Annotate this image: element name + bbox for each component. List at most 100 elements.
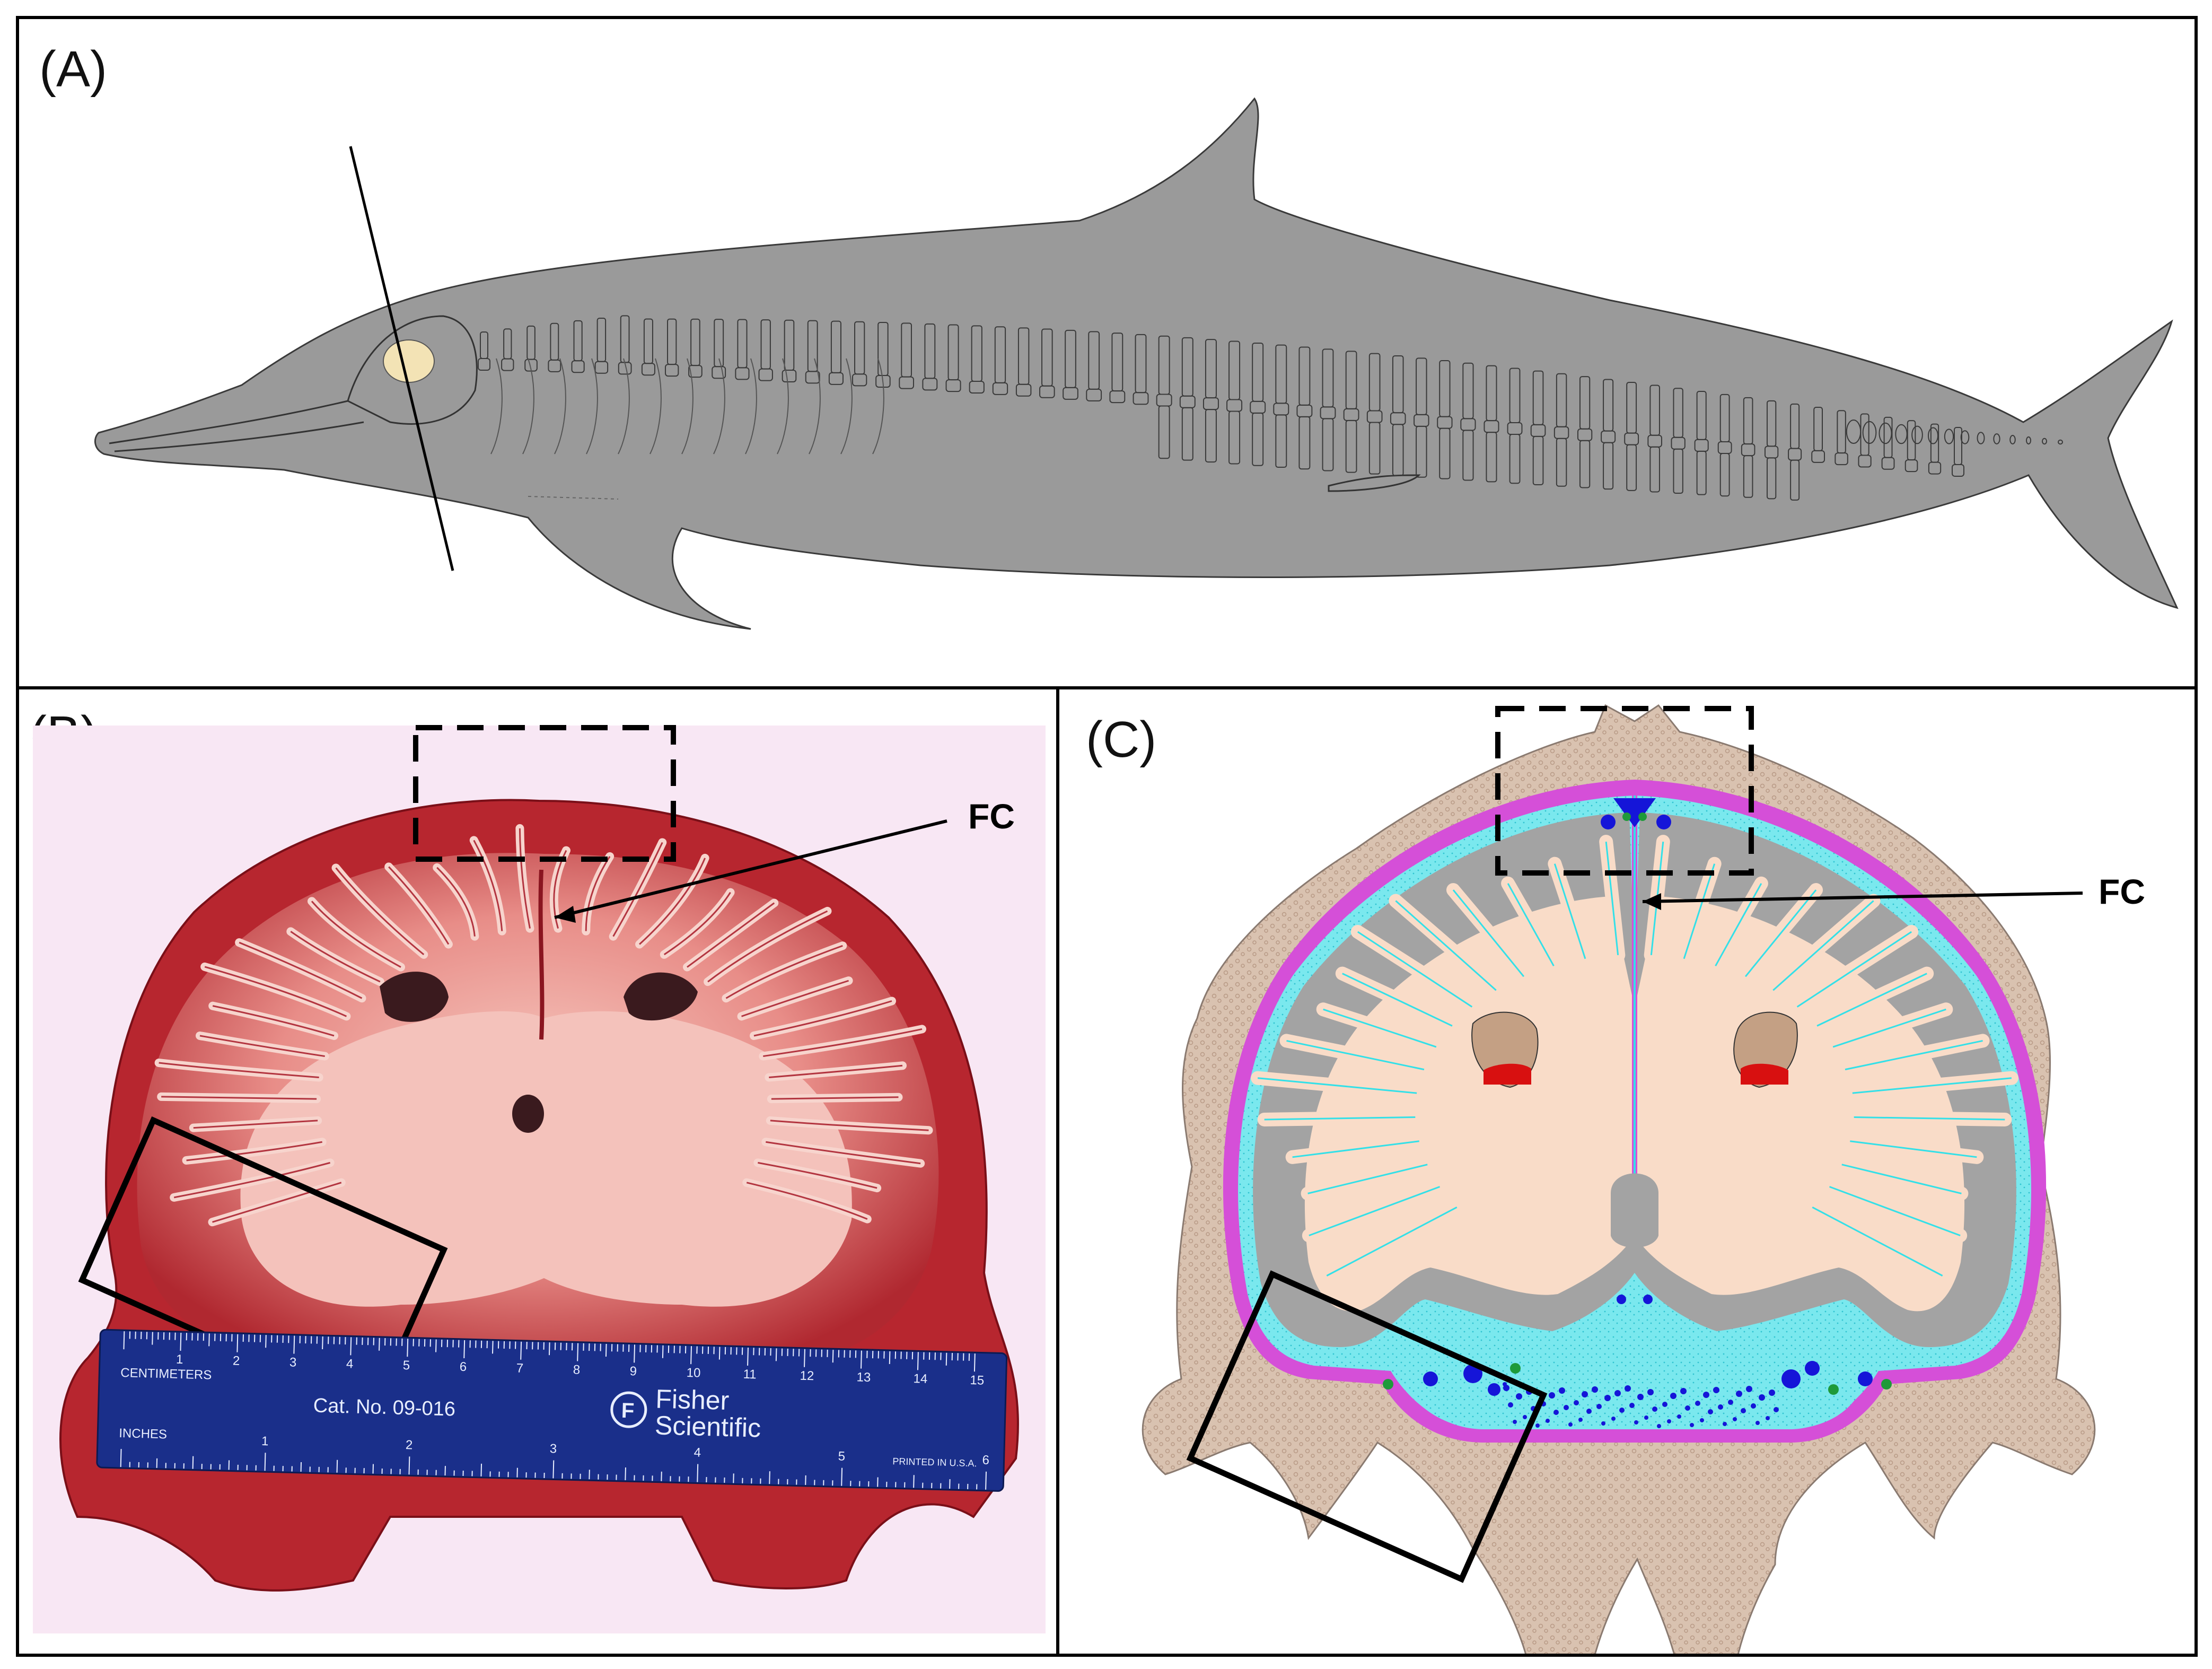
- sulcal-csf: [1744, 889, 1817, 977]
- vertebral-column: [478, 315, 1964, 501]
- cm-tick: [577, 1343, 579, 1361]
- inch-tick-label: 6: [982, 1453, 989, 1467]
- ruler-catalog: Cat. No. 09-016: [313, 1395, 455, 1421]
- rib: [586, 358, 598, 455]
- vertebra-centrum: [1202, 397, 1219, 410]
- panel-a-label: (A): [39, 41, 107, 98]
- cortical-folds: [154, 824, 933, 1227]
- vertebra-centrum: [1343, 408, 1359, 421]
- inch-tick: [625, 1467, 626, 1481]
- fc-label-b: FC: [968, 797, 1015, 836]
- sulcus-line: [746, 1182, 868, 1220]
- cortical-gyri: [1251, 835, 2018, 1283]
- sulcus-line: [519, 828, 531, 929]
- blood-vessel: [1423, 1371, 1438, 1386]
- small-vessel: [1535, 1423, 1540, 1428]
- rib: [872, 358, 884, 455]
- sulcus-line: [239, 941, 363, 999]
- tail-vertebra: [2009, 435, 2016, 444]
- blood-vessel: [1805, 1361, 1820, 1376]
- sulcus-line: [663, 892, 731, 956]
- tail-vertebra: [1944, 429, 1954, 444]
- cm-tick: [605, 1343, 607, 1357]
- sulcal-csf: [1850, 1140, 1977, 1158]
- vertebra-centrum: [1741, 443, 1755, 457]
- sulcus-line: [763, 1028, 923, 1058]
- fisher-logo-letter: F: [621, 1399, 635, 1423]
- small-vessel: [1637, 1394, 1644, 1400]
- small-vessel: [1546, 1419, 1550, 1423]
- sulcal-csf: [1829, 1186, 1961, 1237]
- blood-vessel: [1828, 1384, 1839, 1395]
- sulcal-csf: [1816, 973, 1927, 1027]
- vertebra-centrum: [548, 359, 561, 372]
- small-vessel: [1578, 1418, 1583, 1422]
- small-vessel: [1723, 1422, 1727, 1426]
- vertebra-centrum: [1390, 412, 1406, 425]
- section-line: [349, 146, 454, 571]
- panel-c-label: (C): [1086, 711, 1157, 768]
- midline-fissure: [538, 869, 545, 1040]
- ruler-brand-line1: Fisher: [655, 1384, 730, 1415]
- small-vessel: [1751, 1403, 1756, 1409]
- vertebra-centrum: [1015, 383, 1032, 397]
- small-vessel: [1564, 1405, 1569, 1410]
- small-vessel: [1634, 1420, 1638, 1425]
- sulcal-csf: [1854, 1116, 2005, 1121]
- vertebra-centrum: [1133, 392, 1149, 405]
- vertebra-centrum: [1601, 430, 1616, 443]
- vertebra-centrum: [1788, 448, 1802, 461]
- blood-vessel: [1638, 812, 1647, 821]
- blood-vessel: [1858, 1371, 1873, 1386]
- small-vessel: [1690, 1423, 1694, 1427]
- fc-arrow-c: [1642, 892, 2083, 903]
- vertebra-centrum: [1904, 459, 1918, 473]
- small-vessel: [1508, 1402, 1513, 1408]
- vertebra-centrum: [1717, 441, 1732, 455]
- rib: [618, 358, 630, 455]
- white-matter: [240, 1011, 852, 1307]
- small-vessel: [1736, 1391, 1742, 1397]
- cm-tick: [350, 1337, 352, 1356]
- small-vessel: [1700, 1418, 1704, 1422]
- small-vessel: [1513, 1420, 1517, 1424]
- tail-vertebra: [2042, 438, 2047, 445]
- inch-tick: [697, 1464, 699, 1482]
- vertebra-centrum: [1179, 395, 1196, 408]
- sulcus-line: [159, 1062, 319, 1078]
- vertebra-centrum: [1460, 418, 1476, 431]
- ruler-imprint: PRINTED IN U.S.A.: [892, 1456, 977, 1469]
- blood-vessel: [1622, 812, 1631, 821]
- blood-vessels: [1383, 812, 1892, 1428]
- cm-tick: [861, 1350, 862, 1369]
- blood-vessel: [1781, 1369, 1801, 1388]
- sulcus-line: [388, 866, 450, 945]
- cm-tick: [548, 1342, 550, 1356]
- lateral-ventricle-right: [624, 972, 698, 1021]
- cm-tick-label: 7: [516, 1361, 523, 1376]
- sulcus-line: [753, 1000, 892, 1037]
- sulcal-csf: [1307, 1164, 1428, 1194]
- cm-tick: [152, 1332, 153, 1345]
- dashed-roi-box-b: [413, 725, 676, 862]
- small-vessel: [1657, 1424, 1661, 1428]
- inch-tick: [264, 1453, 266, 1471]
- tail-vertebra: [2058, 439, 2063, 445]
- cm-tick: [236, 1334, 239, 1352]
- tail-vertebra: [1911, 425, 1923, 444]
- small-vessel: [1685, 1405, 1690, 1411]
- vertebra-centrum: [1273, 403, 1289, 416]
- cm-tick-label: 6: [459, 1360, 467, 1374]
- vertebra-centrum: [969, 380, 985, 394]
- rib: [490, 358, 503, 455]
- sulcal-csf: [1715, 883, 1762, 967]
- vertebra-centrum: [758, 368, 773, 381]
- small-vessel: [1611, 1417, 1616, 1421]
- sulcus-line: [335, 867, 425, 956]
- tail-vertebra: [1960, 430, 1970, 444]
- tail-vertebra: [1862, 421, 1877, 444]
- vertebra-centrum: [1296, 404, 1313, 417]
- cm-tick: [945, 1352, 947, 1366]
- blood-vessel: [1601, 815, 1616, 829]
